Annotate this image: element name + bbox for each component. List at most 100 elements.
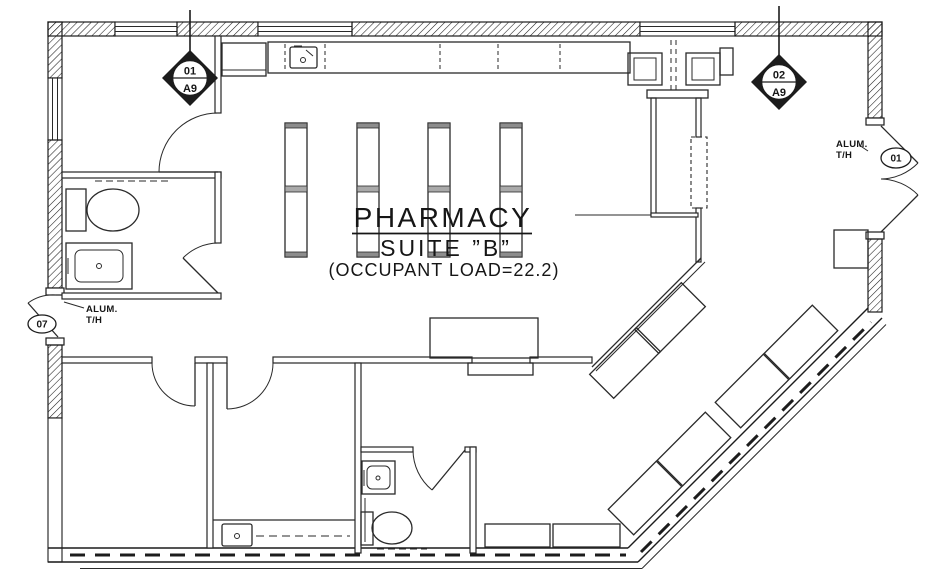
restroom2-door xyxy=(412,449,466,491)
drive-thru-booth-bottom xyxy=(650,212,699,218)
pickup-shelf xyxy=(467,362,534,376)
entry-double-door-right: 01 xyxy=(880,125,919,233)
diagonal-storefront-wall xyxy=(627,307,887,569)
gondola-unit xyxy=(356,122,380,258)
section-marker-left: 01 A9 xyxy=(162,10,218,106)
entry-door-left: 07 xyxy=(27,294,59,338)
back-wall-left xyxy=(61,356,153,364)
storefront-label-right: ALUM. T/H xyxy=(836,139,869,161)
wall-case xyxy=(833,229,869,269)
drive-thru-booth-left-wall xyxy=(650,97,657,216)
interior-doors xyxy=(151,112,466,491)
interior-walls xyxy=(61,35,708,554)
door-jamb xyxy=(865,117,885,126)
exterior-walls xyxy=(45,21,887,569)
door-swing-arc xyxy=(880,178,919,196)
top-wall-window-1 xyxy=(114,21,178,37)
door-tag-oval xyxy=(27,314,57,334)
toilet-bowl xyxy=(371,511,413,545)
gondola-shelving xyxy=(284,122,523,258)
pharmacy-work-counter xyxy=(429,317,539,359)
right-wall xyxy=(865,21,885,313)
gondola-unit xyxy=(284,122,308,258)
leader-line xyxy=(858,144,869,152)
back-wall-mid xyxy=(272,356,473,364)
toilet-tank xyxy=(65,188,87,232)
left-wall xyxy=(45,21,65,563)
door-leaf xyxy=(182,257,219,294)
restroom2-top-wall xyxy=(360,446,414,453)
door-swing-arc xyxy=(158,112,219,173)
door-leaf xyxy=(880,125,919,164)
restroom1-door xyxy=(182,242,219,294)
equipment-box-small xyxy=(719,47,734,76)
material-label-line1: ALUM. xyxy=(836,139,868,150)
door-jamb xyxy=(865,231,885,240)
transaction-counter xyxy=(646,89,709,99)
wall-shelf xyxy=(714,353,790,429)
toilet-tank xyxy=(360,511,374,546)
wall-shelf xyxy=(552,523,621,548)
door-leaf xyxy=(431,449,466,491)
wall-shelf xyxy=(656,411,732,487)
storage-divider-wall xyxy=(206,362,214,549)
lavatory-sink xyxy=(361,460,396,495)
drive-thru-booth-right-wall xyxy=(695,97,702,138)
section-detail-number: 01 xyxy=(184,66,196,78)
toilet-bowl xyxy=(86,188,140,232)
material-label-line2: T/H xyxy=(86,315,102,326)
door-tag-oval xyxy=(880,147,912,169)
booth-window-dashed xyxy=(690,136,708,209)
section-sheet-number: A9 xyxy=(772,87,786,99)
diagonal-wall-shelving xyxy=(607,304,839,536)
checkout-counter xyxy=(633,281,707,355)
cabinet xyxy=(221,42,267,77)
counter-sink xyxy=(221,523,253,547)
lavatory-sink xyxy=(65,242,133,290)
section-detail-number: 02 xyxy=(773,70,785,82)
gondola-unit xyxy=(499,122,523,258)
door-swing-arc xyxy=(182,242,219,259)
restroom1-right-wall xyxy=(214,171,222,244)
room-suite: SUITE ”B” xyxy=(380,235,512,261)
restroom1-fixtures xyxy=(65,180,168,290)
room-title-block: PHARMACY SUITE ”B” (OCCUPANT LOAD=22.2) xyxy=(329,202,560,280)
exterior-doors: 01 07 xyxy=(27,125,919,338)
drive-thru-window xyxy=(639,21,736,37)
back-wall-stub xyxy=(194,356,228,364)
door-jamb xyxy=(45,337,65,346)
restroom2-left-wall xyxy=(354,362,362,554)
door-swing-arc xyxy=(226,362,274,410)
checkout-counter xyxy=(588,326,662,400)
door-swing-arc xyxy=(27,294,57,304)
occupant-load: (OCCUPANT LOAD=22.2) xyxy=(329,260,560,280)
restroom1-top-wall xyxy=(61,171,222,179)
back-wall-right xyxy=(529,356,593,364)
wall-shelf xyxy=(763,304,839,380)
section-marker-right: 02 A9 xyxy=(751,6,807,110)
left-wall-window xyxy=(47,77,63,141)
door-leaf xyxy=(880,194,919,233)
storage1-door xyxy=(151,362,196,407)
top-wall xyxy=(47,21,883,37)
top-wall-window-2 xyxy=(257,21,353,37)
sidewalk-line xyxy=(641,324,887,569)
door-swing-arc xyxy=(151,362,196,407)
angled-pickup-counter xyxy=(588,257,707,400)
material-label-line1: ALUM. xyxy=(86,304,118,315)
storage2-door xyxy=(226,362,274,410)
wall-shelf xyxy=(607,460,683,536)
bottom-storefront-wall xyxy=(48,547,642,569)
restroom2-right-wall xyxy=(469,446,477,554)
gondola-unit xyxy=(427,122,451,258)
storefront-glazing-dashes xyxy=(639,320,873,554)
section-sheet-number: A9 xyxy=(183,83,197,95)
casework xyxy=(213,40,869,548)
office-door xyxy=(158,112,219,173)
office-wall xyxy=(214,35,222,114)
storefront-label-left: ALUM. T/H xyxy=(63,301,118,326)
leader-line xyxy=(63,301,85,309)
rear-counter xyxy=(267,41,631,74)
